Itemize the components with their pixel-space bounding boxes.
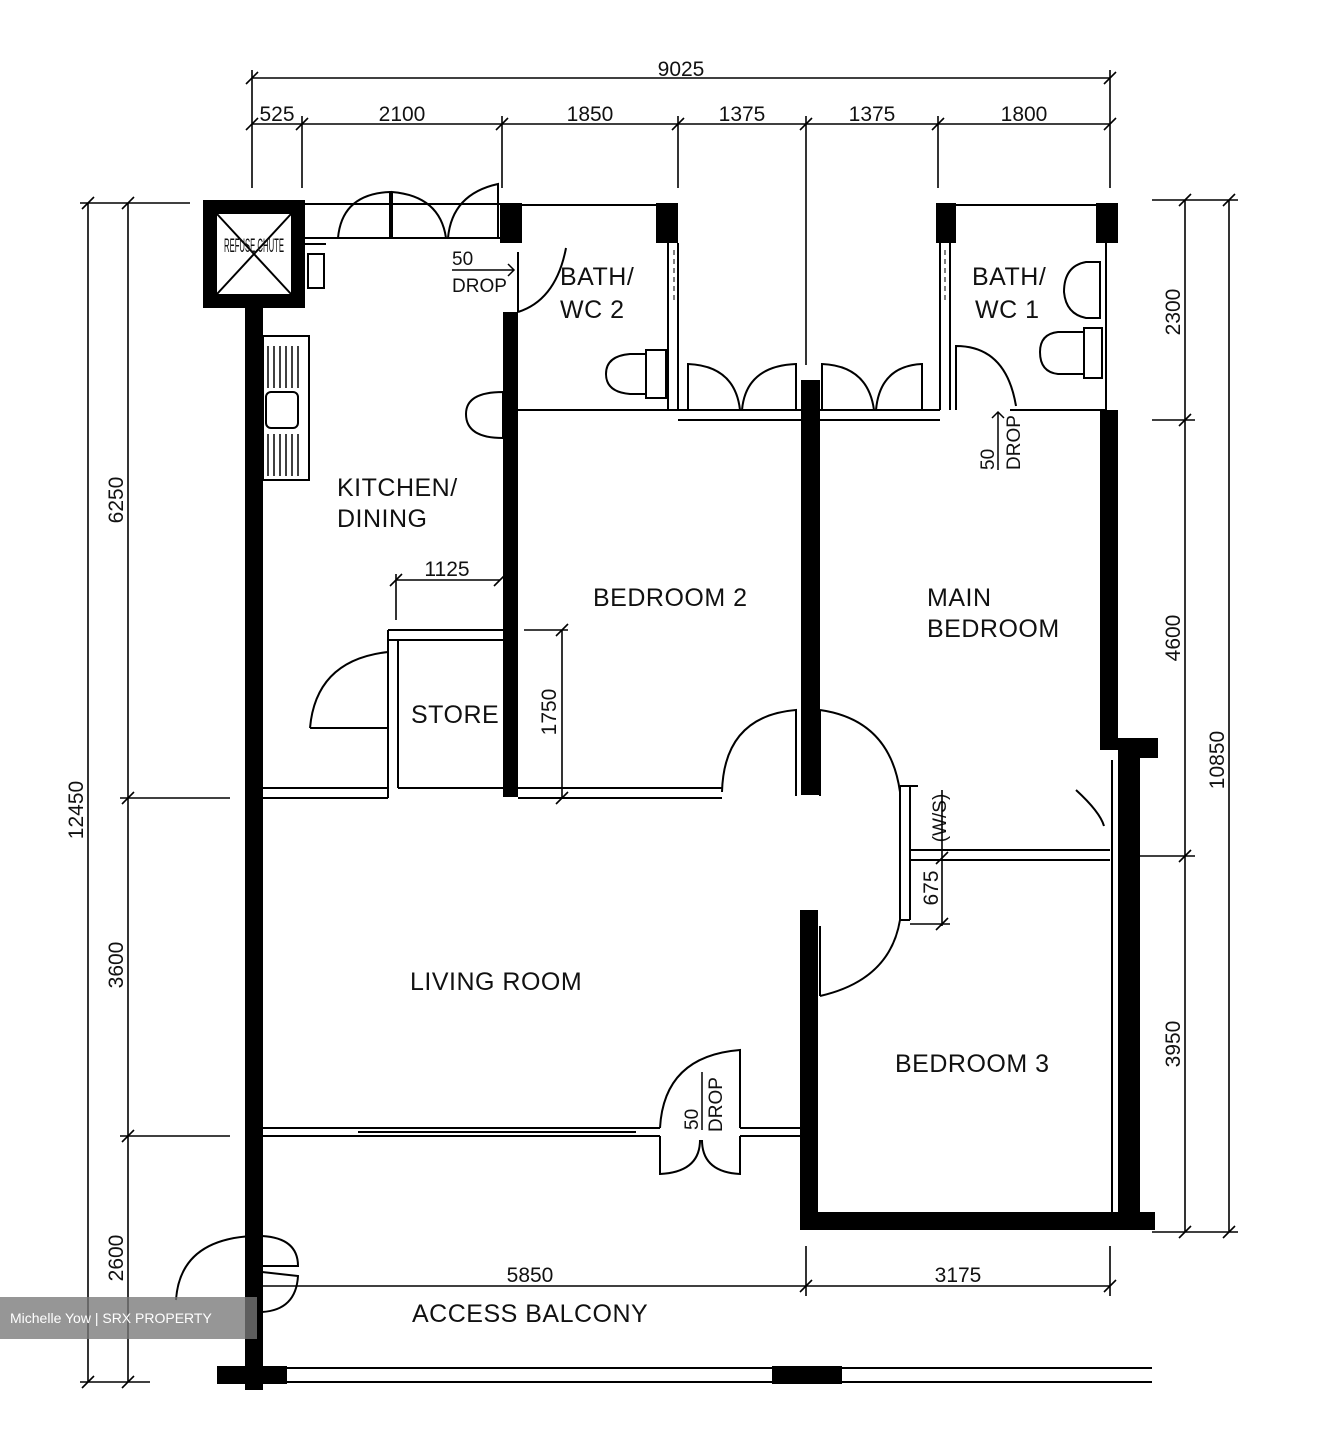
dim-store-width: 1125 bbox=[424, 558, 469, 581]
kitchen-label-line2: DINING bbox=[337, 505, 428, 533]
top-dimensions: 9025 525 2100 1850 1375 1375 1800 bbox=[245, 58, 1117, 365]
dim-top-total: 9025 bbox=[658, 58, 705, 81]
bath1-drop-label: DROP bbox=[1004, 415, 1025, 470]
watermark: Michelle Yow | SRX PROPERTY bbox=[0, 1297, 257, 1339]
dim-ws-width: 675 bbox=[920, 870, 943, 905]
dim-top-seg1: 525 bbox=[259, 103, 294, 126]
kitchen-drop-value: 50 bbox=[452, 249, 473, 270]
bottom-dimensions: 5850 3175 bbox=[256, 1246, 1117, 1296]
right-dimensions: 2300 4600 3950 10850 bbox=[1140, 193, 1238, 1239]
bedroom2-label: BEDROOM 2 bbox=[593, 584, 748, 612]
bath1-drop-value: 50 bbox=[978, 449, 999, 470]
kitchen-drop-label: DROP bbox=[452, 276, 507, 297]
living-room-label: LIVING ROOM bbox=[410, 968, 582, 996]
doors bbox=[175, 182, 1105, 1313]
left-dimensions: 12450 6250 3600 2600 bbox=[65, 196, 230, 1389]
dim-right-seg1: 2300 bbox=[1162, 289, 1185, 336]
dim-right-total: 10850 bbox=[1206, 731, 1229, 789]
dim-left-seg3: 2600 bbox=[105, 1235, 128, 1282]
bath2-label-line2: WC 2 bbox=[560, 296, 625, 324]
drop-markers: 50 DROP 50 DROP 50 DROP bbox=[452, 249, 1025, 1132]
main-bedroom-label-line1: MAIN bbox=[927, 584, 992, 612]
store-label: STORE bbox=[411, 701, 499, 729]
access-balcony-label: ACCESS BALCONY bbox=[412, 1300, 648, 1328]
dim-right-seg3: 3950 bbox=[1162, 1021, 1185, 1068]
main-bedroom-label-line2: BEDROOM bbox=[927, 615, 1060, 643]
refuse-chute-label: REFUSE CHUTE bbox=[224, 236, 284, 257]
bath1-label-line2: WC 1 bbox=[975, 296, 1040, 324]
room-labels: KITCHEN/ DINING BATH/ WC 2 BATH/ WC 1 BE… bbox=[337, 263, 1060, 1328]
dim-left-total: 12450 bbox=[65, 781, 88, 839]
dim-top-seg4: 1375 bbox=[719, 103, 766, 126]
dim-store-depth: 1750 bbox=[538, 689, 561, 736]
bath1-label-line1: BATH/ bbox=[972, 263, 1046, 291]
kitchen-label-line1: KITCHEN/ bbox=[337, 474, 458, 502]
dim-bottom-seg1: 5850 bbox=[507, 1264, 554, 1287]
walls bbox=[217, 203, 1158, 1390]
svg-text:(W/S): (W/S) bbox=[930, 794, 951, 843]
dim-bottom-seg2: 3175 bbox=[935, 1264, 982, 1287]
dim-top-seg2: 2100 bbox=[379, 103, 426, 126]
refuse-chute: REFUSE CHUTE bbox=[203, 200, 305, 308]
dim-top-seg5: 1375 bbox=[849, 103, 896, 126]
bath2-toilet bbox=[604, 349, 667, 399]
dim-top-seg6: 1800 bbox=[1001, 103, 1048, 126]
dim-left-seg1: 6250 bbox=[105, 477, 128, 524]
inner-dimensions: 1125 1750 675 bbox=[389, 558, 950, 931]
dim-top-seg3: 1850 bbox=[567, 103, 614, 126]
living-drop-value: 50 bbox=[682, 1109, 703, 1130]
kitchen-sink bbox=[262, 335, 310, 481]
bath1-toilet bbox=[1038, 261, 1103, 379]
bath2-label-line1: BATH/ bbox=[560, 263, 634, 291]
bedroom3-label: BEDROOM 3 bbox=[895, 1050, 1050, 1078]
dim-left-seg2: 3600 bbox=[105, 942, 128, 989]
fixtures: (W/S) bbox=[262, 243, 1103, 843]
dim-right-seg2: 4600 bbox=[1162, 615, 1185, 662]
living-drop-label: DROP bbox=[706, 1077, 727, 1132]
